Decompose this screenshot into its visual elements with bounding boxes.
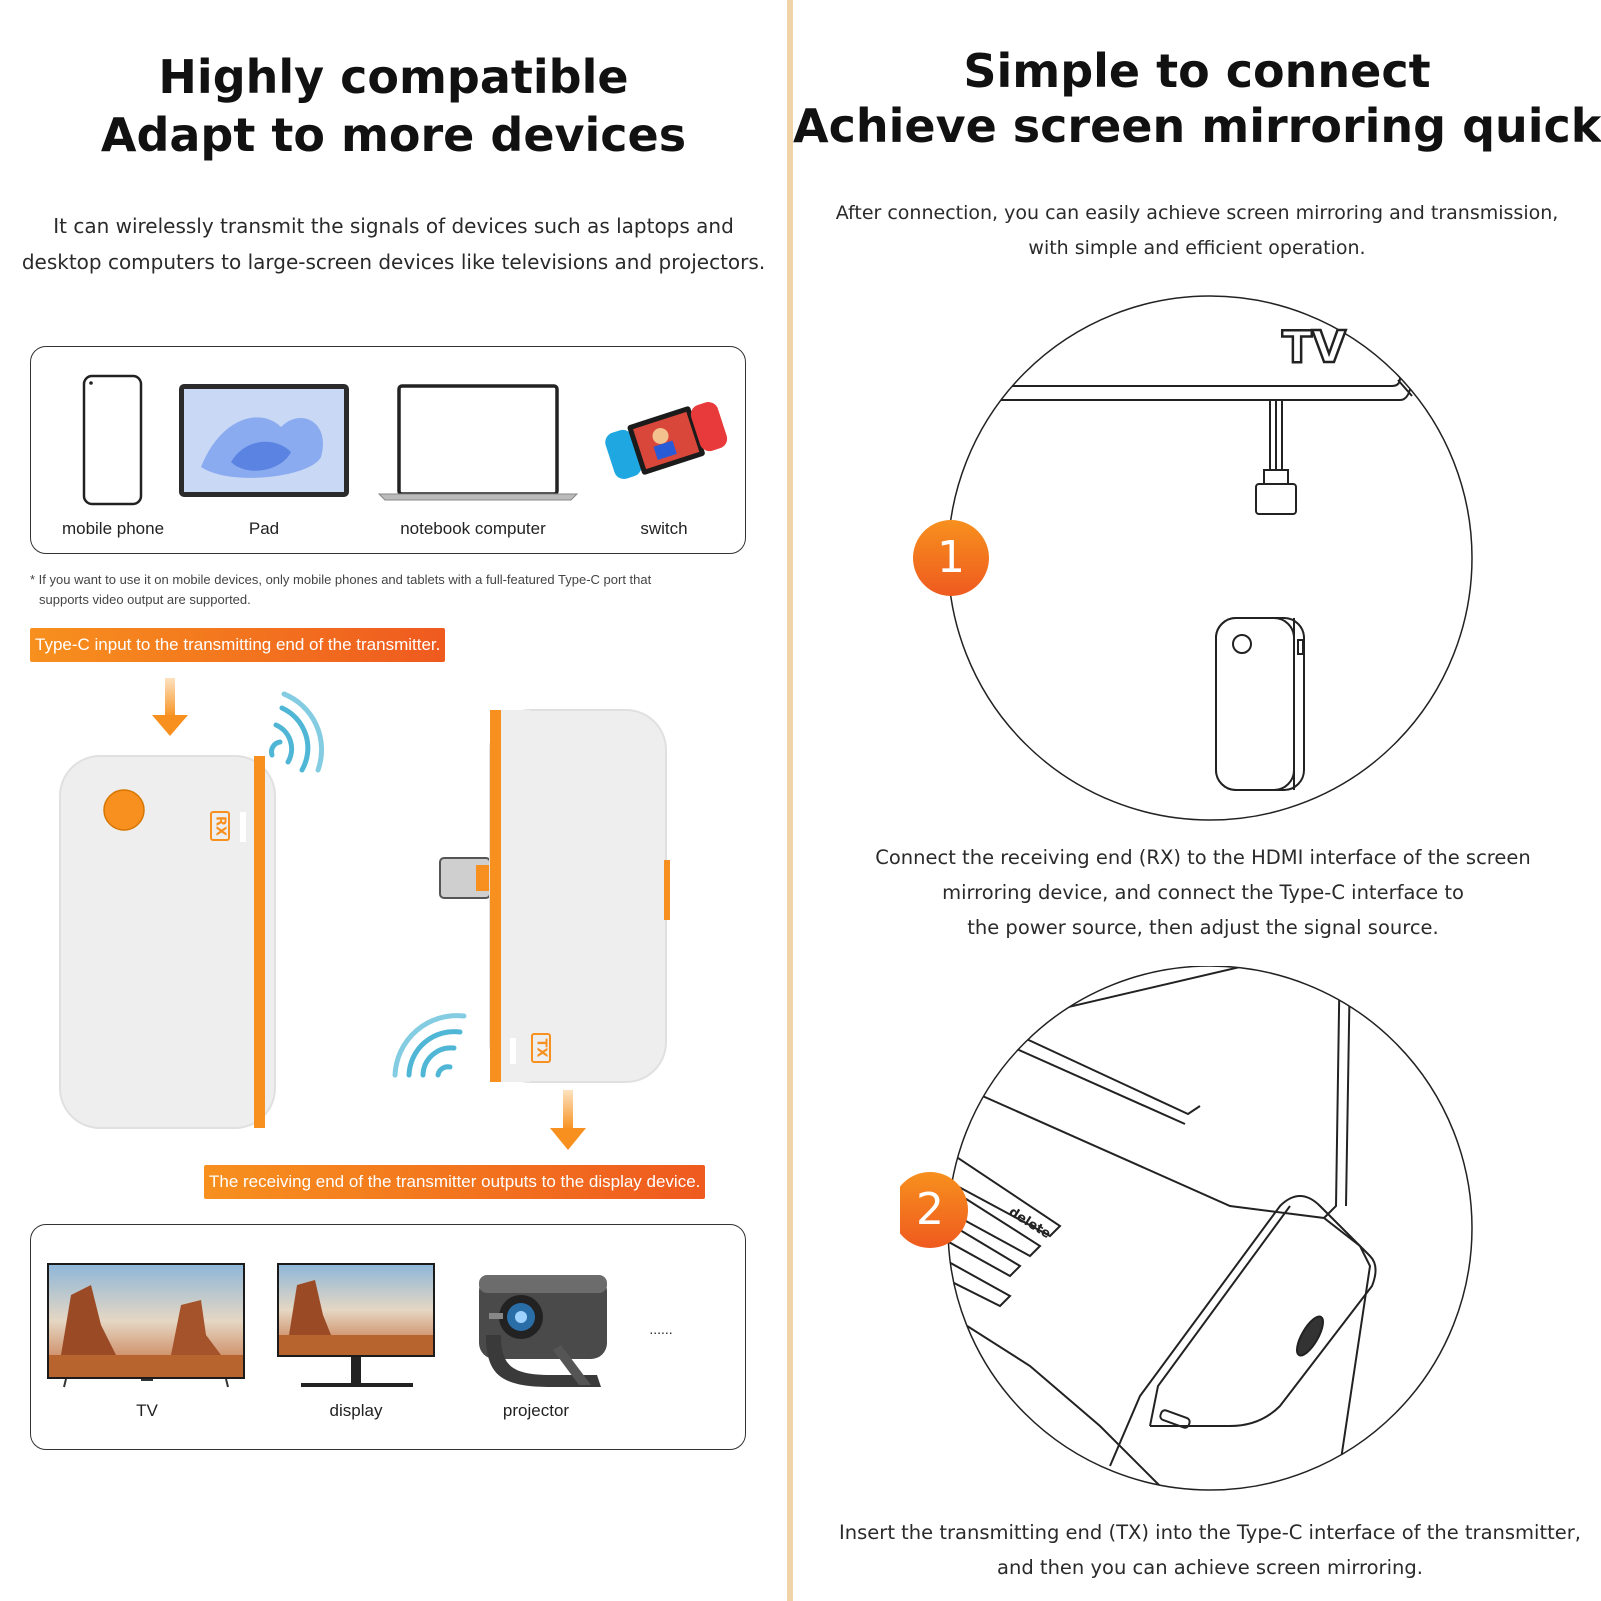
- left-title-line2: Adapt to more devices: [100, 108, 687, 162]
- right-description: After connection, you can easily achieve…: [793, 196, 1601, 266]
- wireless-signal-icon: [269, 691, 325, 773]
- game-console-icon: [605, 402, 728, 479]
- rx-dongle: RX: [59, 755, 276, 1129]
- step1-description-line1: Connect the receiving end (RX) to the HD…: [875, 846, 1531, 869]
- step1-badge: 1: [913, 520, 989, 596]
- left-description: It can wirelessly transmit the signals o…: [0, 208, 787, 280]
- tx-label: TX: [534, 1039, 549, 1058]
- step2-badge: 2: [900, 1172, 968, 1248]
- column-divider: [787, 0, 793, 1601]
- laptop-icon: [377, 384, 579, 501]
- device-label-pad: Pad: [248, 519, 280, 538]
- right-description-line1: After connection, you can easily achieve…: [835, 202, 1559, 224]
- left-description-line2: desktop computers to large-screen device…: [21, 250, 766, 274]
- right-description-line2: with simple and efficient operation.: [1028, 237, 1366, 259]
- compatibility-note-line2: supports video output are supported.: [39, 592, 251, 607]
- tx-dongle: TX: [439, 709, 670, 1083]
- wireless-signal-icon: [392, 1013, 467, 1078]
- step1-description-line2: mirroring device, and connect the Type-C…: [942, 881, 1464, 904]
- device-label-mobile-phone: mobile phone: [61, 519, 165, 538]
- tablet-icon: [179, 384, 349, 497]
- step1-description: Connect the receiving end (RX) to the HD…: [793, 840, 1601, 945]
- compatibility-note: * If you want to use it on mobile device…: [30, 570, 760, 610]
- projector-icon: [479, 1275, 607, 1387]
- device-label-switch: switch: [640, 519, 688, 538]
- step2-laptop-connection-illustration: delete 2: [900, 966, 1473, 1491]
- step2-number: 2: [916, 1184, 944, 1235]
- banner-display-output: The receiving end of the transmitter out…: [204, 1165, 706, 1199]
- device-label-notebook-computer: notebook computer: [400, 519, 546, 538]
- input-devices-illustration: [82, 374, 728, 506]
- tv-label: TV: [1282, 322, 1346, 373]
- banner-type-c-input: Type-C input to the transmitting end of …: [30, 628, 446, 662]
- step2-description-line2: and then you can achieve screen mirrorin…: [997, 1556, 1423, 1579]
- device-label-projector: projector: [502, 1401, 570, 1420]
- rx-tx-dongle-illustration: RX TX: [59, 678, 670, 1150]
- arrow-down-icon: [152, 678, 188, 736]
- right-title: Simple to connect Achieve screen mirrori…: [793, 44, 1601, 154]
- monitor-icon: [277, 1263, 435, 1387]
- step1-description-line3: the power source, then adjust the signal…: [967, 916, 1439, 939]
- left-title: Highly compatible Adapt to more devices: [0, 48, 787, 164]
- output-devices-box: TV display projector ......: [30, 1224, 746, 1450]
- step2-description-line1: Insert the transmitting end (TX) into th…: [839, 1521, 1581, 1544]
- more-devices-ellipsis: ......: [649, 1321, 673, 1337]
- tv-icon: [47, 1263, 245, 1388]
- step1-number: 1: [937, 532, 965, 583]
- output-devices-illustration: [47, 1263, 607, 1388]
- compatibility-note-line1: * If you want to use it on mobile device…: [30, 572, 652, 587]
- device-label-tv: TV: [136, 1401, 158, 1420]
- right-title-line1: Simple to connect: [963, 44, 1431, 98]
- input-devices-box: mobile phone Pad notebook computer switc…: [30, 346, 746, 554]
- left-description-line1: It can wirelessly transmit the signals o…: [53, 214, 734, 238]
- step1-tv-connection-illustration: TV 1: [913, 295, 1473, 821]
- step2-description: Insert the transmitting end (TX) into th…: [793, 1515, 1601, 1585]
- rx-label: RX: [213, 816, 228, 836]
- device-label-display: display: [329, 1401, 383, 1420]
- arrow-down-icon: [550, 1090, 586, 1150]
- smartphone-icon: [82, 374, 143, 506]
- left-title-line1: Highly compatible: [158, 50, 629, 104]
- right-title-line2: Achieve screen mirroring quickly: [793, 99, 1601, 153]
